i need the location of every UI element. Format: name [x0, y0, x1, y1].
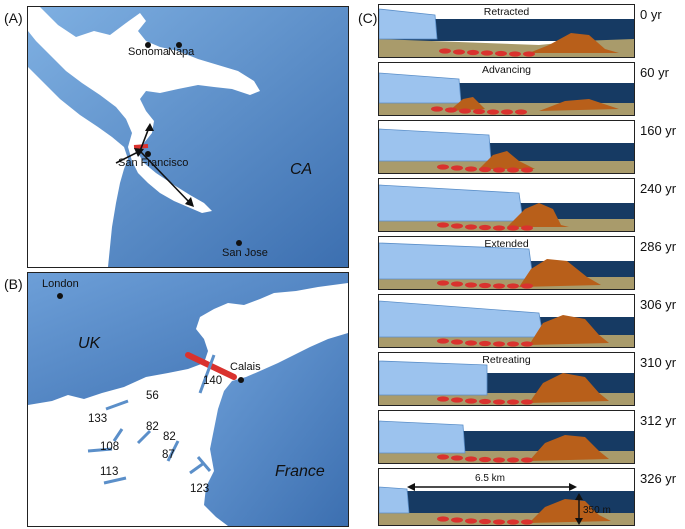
stage-name: Extended: [484, 238, 529, 250]
time-label: 0 yr: [640, 7, 662, 22]
stage-panel: [378, 178, 635, 232]
stage-retracted: [379, 5, 634, 57]
value-label: 87: [162, 449, 175, 461]
pacific-ocean: [28, 67, 128, 267]
stage-panel: Extended: [378, 236, 635, 290]
height-label: 350 m: [583, 505, 611, 516]
stage-panel: [378, 410, 635, 464]
time-label: 160 yr: [640, 123, 677, 138]
stage-306yr: [379, 295, 634, 347]
stage-326yr: [379, 469, 634, 525]
uk-land: [28, 273, 348, 405]
stage-160yr: [379, 121, 634, 173]
calais-marker: [238, 377, 244, 383]
france-label: France: [275, 463, 325, 480]
uk-label: UK: [78, 335, 101, 352]
value-label: 82: [146, 421, 159, 433]
stage-312yr: [379, 411, 634, 463]
panel-b-map: London Calais UK France 140 56 133 82 82…: [27, 272, 349, 527]
california-label: CA: [290, 161, 313, 178]
panel-b-label: (B): [4, 276, 23, 292]
san-jose-marker: [236, 240, 242, 246]
time-label: 240 yr: [640, 181, 677, 196]
current-arrows: [87, 354, 216, 485]
napa-label: Napa: [168, 46, 195, 58]
san-francisco-label: San Francisco: [118, 157, 189, 169]
calais-label: Calais: [230, 361, 261, 373]
napa-marker: [176, 42, 182, 48]
stage-name: Retreating: [482, 354, 531, 366]
flow-arrow-west: [115, 150, 141, 164]
panel-a-label: (A): [4, 10, 23, 26]
panel-a-map: Sonoma Napa San Francisco San Jose CA: [27, 6, 349, 268]
stage-name: Advancing: [481, 64, 532, 76]
stage-name: Retracted: [483, 6, 530, 18]
panel-c-label: (C): [358, 10, 378, 26]
san-francisco-marker: [145, 151, 151, 157]
stage-panel: 6.5 km 350 m: [378, 468, 635, 526]
time-label: 286 yr: [640, 239, 677, 254]
san-jose-label: San Jose: [222, 247, 268, 259]
value-label: 108: [100, 441, 120, 453]
stage-panel: Retracted: [378, 4, 635, 58]
flow-arrow-south: [139, 150, 193, 206]
stage-panel: Retreating: [378, 352, 635, 406]
stage-panel: [378, 294, 635, 348]
length-label: 6.5 km: [475, 473, 506, 484]
stage-advancing: [379, 63, 634, 115]
value-label: 123: [190, 483, 210, 495]
value-label: 133: [88, 413, 108, 425]
stage-240yr: [379, 179, 634, 231]
time-label: 306 yr: [640, 297, 677, 312]
stage-panel: Advancing: [378, 62, 635, 116]
time-label: 326 yr: [640, 471, 677, 486]
time-label: 310 yr: [640, 355, 677, 370]
value-label: 140: [203, 375, 223, 387]
value-label: 82: [163, 431, 176, 443]
sonoma-label: Sonoma: [128, 46, 169, 58]
bay-area-map: [28, 7, 348, 267]
sonoma-marker: [145, 42, 151, 48]
stage-retreating: [379, 353, 634, 405]
time-label: 312 yr: [640, 413, 677, 428]
stage-panel: [378, 120, 635, 174]
value-label: 56: [146, 390, 159, 402]
value-label: 113: [100, 466, 119, 478]
london-marker: [57, 293, 63, 299]
stage-extended: [379, 237, 634, 289]
london-label: London: [42, 278, 79, 290]
channel-map: [28, 273, 348, 526]
bay-water: [28, 7, 260, 213]
time-label: 60 yr: [640, 65, 669, 80]
